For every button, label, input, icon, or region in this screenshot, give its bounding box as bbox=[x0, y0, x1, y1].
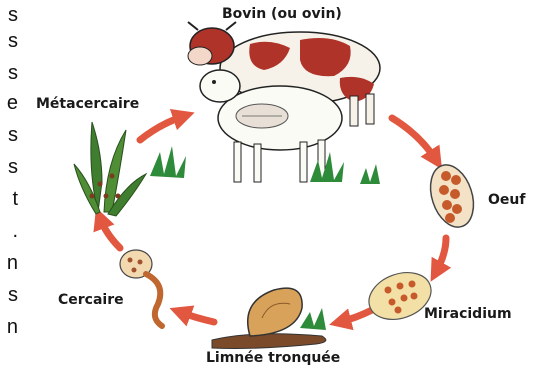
arrow-metacercaria-to-host bbox=[140, 116, 184, 140]
egg-icon bbox=[423, 159, 481, 232]
arrow-snail-to-cercaria bbox=[180, 312, 214, 322]
label-egg: Oeuf bbox=[488, 192, 525, 208]
arrow-miracidium-to-snail bbox=[340, 310, 372, 322]
label-miracidium: Miracidium bbox=[424, 306, 512, 322]
arrow-host-to-egg bbox=[392, 118, 436, 160]
label-cercaria: Cercaire bbox=[58, 292, 124, 308]
metacercaria-plant-icon bbox=[74, 122, 146, 216]
label-metacercaria: Métacercaire bbox=[36, 96, 139, 112]
label-host: Bovin (ou ovin) bbox=[222, 6, 342, 22]
arrow-cercaria-to-metacercaria bbox=[100, 218, 120, 248]
snail-icon bbox=[212, 288, 326, 348]
arrow-egg-to-miracidium bbox=[436, 238, 446, 272]
label-snail: Limnée tronquée bbox=[206, 350, 340, 366]
cercaria-icon bbox=[120, 250, 162, 326]
grass-icon bbox=[150, 146, 380, 184]
